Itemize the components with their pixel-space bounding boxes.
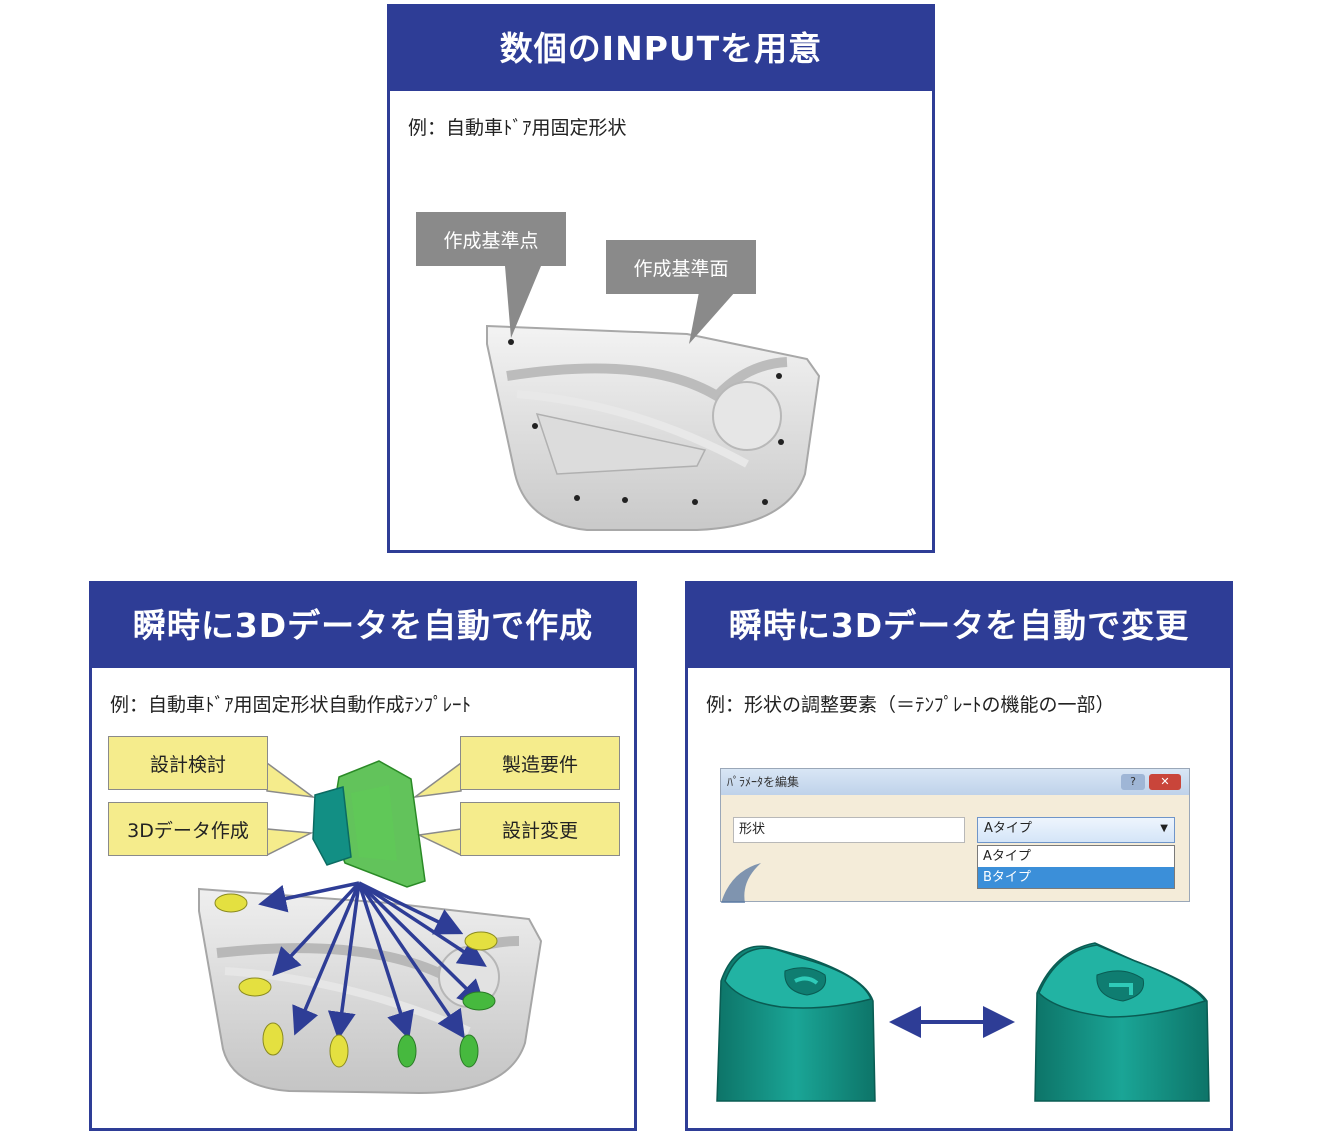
- callout-3d-data-creation: 3Dデータ作成: [108, 802, 268, 856]
- help-button[interactable]: ?: [1121, 774, 1145, 790]
- create-panel-title: 瞬時に3Dデータを自動で作成: [92, 584, 634, 668]
- shape-variants-illustration: [716, 942, 1210, 1102]
- shape-field: 形状: [733, 817, 965, 843]
- fixing-point: [762, 499, 768, 505]
- parameter-edit-dialog: ﾊﾟﾗﾒｰﾀを編集 ? ✕ 形状 Aタイプ ▼ Aタイプ Bタイプ: [720, 768, 1190, 903]
- create-panel: 瞬時に3Dデータを自動で作成 例：自動車ﾄﾞｱ用固定形状自動作成ﾃﾝﾌﾟﾚｰﾄ: [89, 581, 637, 1131]
- fixing-point: [778, 439, 784, 445]
- clip-instances: [214, 893, 498, 1068]
- callout-design-change: 設計変更: [460, 802, 620, 856]
- shape-b-type-model: [1034, 942, 1210, 1102]
- fixing-point: [508, 339, 514, 345]
- fixing-point: [622, 497, 628, 503]
- callout-manufacturing-requirements: 製造要件: [460, 736, 620, 790]
- modify-panel: 瞬時に3Dデータを自動で変更 例：形状の調整要素（＝ﾃﾝﾌﾟﾚｰﾄの機能の一部）…: [685, 581, 1233, 1131]
- option-a-type[interactable]: Aタイプ: [983, 849, 1031, 864]
- input-panel-example: 例：自動車ﾄﾞｱ用固定形状: [408, 117, 627, 139]
- chevron-down-icon: ▼: [1160, 823, 1168, 834]
- option-b-type[interactable]: Bタイプ: [978, 867, 1174, 888]
- door-panel-image: [486, 266, 821, 531]
- input-panel: 数個のINPUTを用意 例：自動車ﾄﾞｱ用固定形状 作成基準点 作成基準面: [387, 4, 935, 553]
- fixing-point: [532, 423, 538, 429]
- dialog-decoration: [721, 863, 761, 903]
- door-panel-body: [198, 887, 543, 1095]
- input-panel-title: 数個のINPUTを用意: [390, 7, 932, 91]
- modify-panel-example: 例：形状の調整要素（＝ﾃﾝﾌﾟﾚｰﾄの機能の一部）: [706, 694, 1115, 716]
- callout-design-study: 設計検討: [108, 736, 268, 790]
- dialog-title-text: ﾊﾟﾗﾒｰﾀを編集: [727, 775, 800, 789]
- dialog-title: ﾊﾟﾗﾒｰﾀを編集 ? ✕: [721, 769, 1189, 795]
- auto-create-illustration: [198, 760, 543, 1095]
- shape-type-options: Aタイプ Bタイプ: [977, 845, 1175, 889]
- shape-type-select[interactable]: Aタイプ ▼: [977, 817, 1175, 843]
- callout-base-plane: 作成基準面: [606, 240, 756, 294]
- fixing-point: [574, 495, 580, 501]
- shape-a-type-model: [716, 945, 876, 1102]
- shape-type-selected: Aタイプ: [984, 821, 1032, 836]
- create-panel-example: 例：自動車ﾄﾞｱ用固定形状自動作成ﾃﾝﾌﾟﾚｰﾄ: [110, 694, 472, 716]
- fixing-point: [692, 499, 698, 505]
- fixing-point: [776, 373, 782, 379]
- close-button[interactable]: ✕: [1149, 774, 1181, 790]
- modify-panel-title: 瞬時に3Dデータを自動で変更: [688, 584, 1230, 668]
- callout-base-point: 作成基準点: [416, 212, 566, 266]
